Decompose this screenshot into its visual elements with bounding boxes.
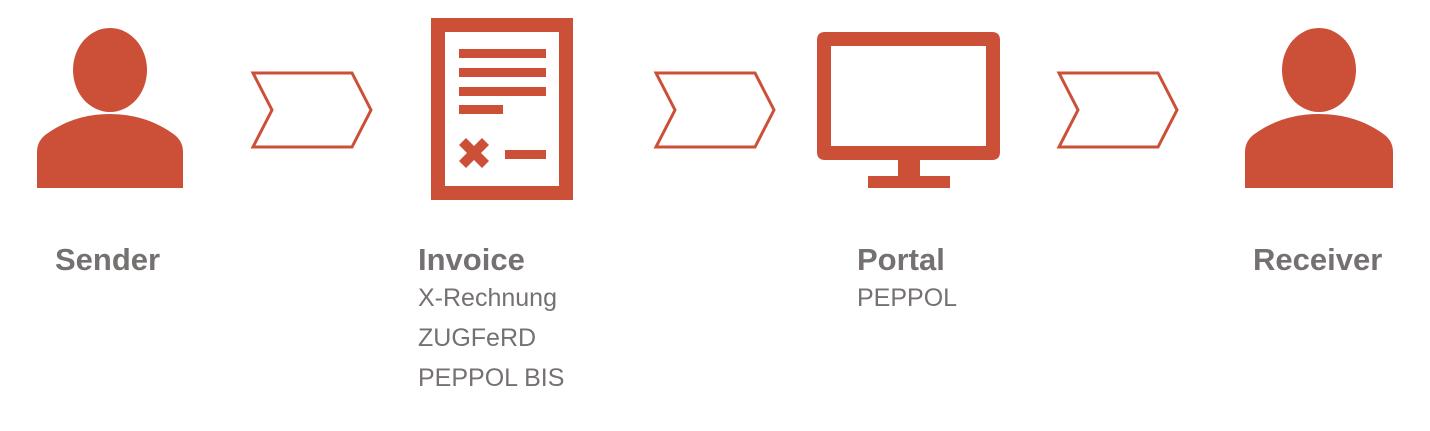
step-sender: Sender <box>55 242 160 278</box>
step-title: Sender <box>55 242 161 277</box>
chevron-arrow-icon <box>1056 71 1179 149</box>
format-item: PEPPOL BIS <box>418 364 565 392</box>
monitor-icon <box>817 32 1000 188</box>
chevron-arrow-icon <box>653 71 776 149</box>
step-title: Portal <box>857 242 945 277</box>
step-receiver: Receiver <box>1253 242 1382 278</box>
sender-person-icon <box>37 28 183 188</box>
format-item: ZUGFeRD <box>418 324 537 352</box>
step-title: Invoice <box>418 242 525 277</box>
document-icon <box>431 18 573 200</box>
step-invoice: Invoice X-Rechnung ZUGFeRD PEPPOL BIS <box>418 242 564 398</box>
chevron-arrow-icon <box>250 71 373 149</box>
receiver-person-icon <box>1245 28 1393 188</box>
format-item: X-Rechnung <box>418 284 557 312</box>
portal-item: PEPPOL <box>857 284 958 312</box>
step-title: Receiver <box>1253 242 1383 277</box>
step-portal: Portal PEPPOL <box>857 242 957 318</box>
